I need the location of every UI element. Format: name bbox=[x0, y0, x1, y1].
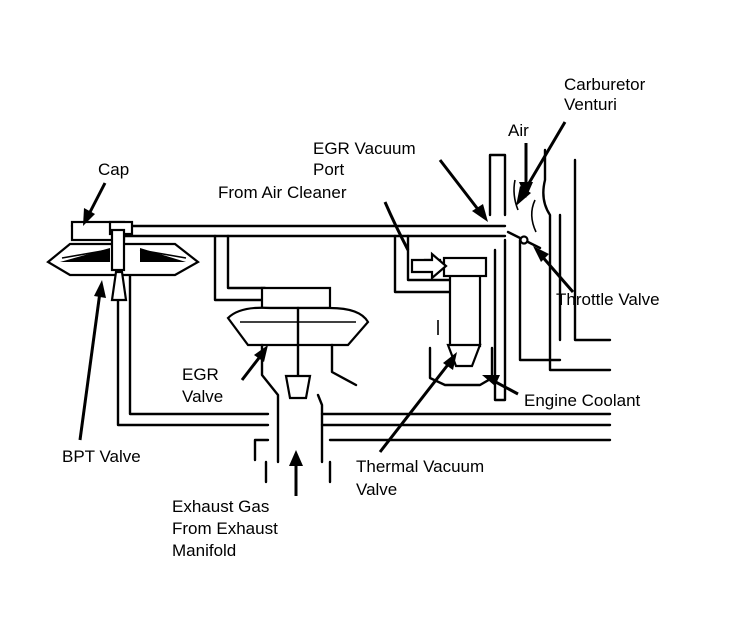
vacuum-lines bbox=[70, 224, 612, 462]
bpt-valve bbox=[46, 220, 200, 302]
label-thermal-vacuum-valve-1: Thermal Vacuum bbox=[356, 457, 484, 476]
label-carburetor-venturi-1: Carburetor bbox=[564, 75, 646, 94]
label-thermal-vacuum-valve-2: Valve bbox=[356, 480, 397, 499]
label-bpt-valve: BPT Valve bbox=[62, 447, 141, 466]
label-carburetor-venturi-2: Venturi bbox=[564, 95, 617, 114]
label-egr-vacuum-port-1: EGR Vacuum bbox=[313, 139, 416, 158]
label-exhaust-gas-3: Manifold bbox=[172, 541, 236, 560]
label-throttle-valve: Throttle Valve bbox=[556, 290, 660, 309]
label-air: Air bbox=[508, 121, 529, 140]
label-engine-coolant: Engine Coolant bbox=[524, 391, 641, 410]
label-egr-valve-2: Valve bbox=[182, 387, 223, 406]
pointer-arrows bbox=[78, 121, 575, 496]
label-cap: Cap bbox=[98, 160, 129, 179]
egr-valve bbox=[226, 286, 370, 484]
carburetor bbox=[488, 148, 612, 402]
label-exhaust-gas-2: From Exhaust bbox=[172, 519, 278, 538]
label-from-air-cleaner: From Air Cleaner bbox=[218, 183, 347, 202]
thermal-vacuum-valve bbox=[423, 256, 494, 387]
label-egr-valve-1: EGR bbox=[182, 365, 219, 384]
label-egr-vacuum-port-2: Port bbox=[313, 160, 344, 179]
throttle-valve bbox=[506, 230, 542, 250]
labels: Carburetor Venturi Air EGR Vacuum Port C… bbox=[62, 75, 660, 560]
label-exhaust-gas-1: Exhaust Gas bbox=[172, 497, 269, 516]
